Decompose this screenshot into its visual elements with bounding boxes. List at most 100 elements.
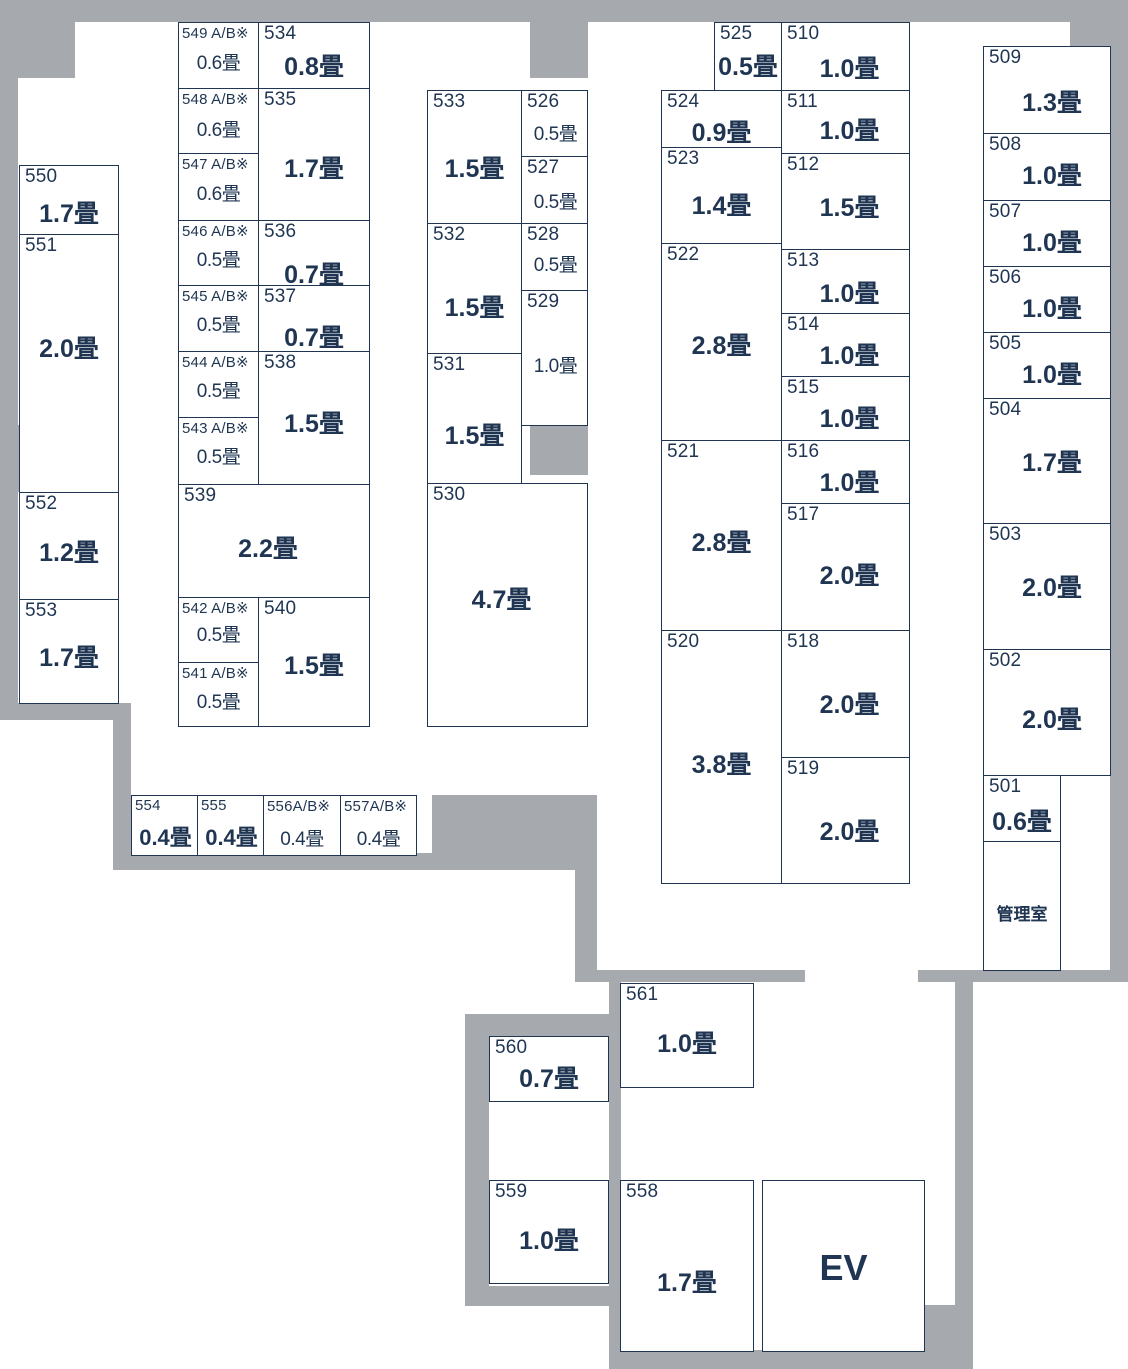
room-543[interactable]: 543 A/B※0.5畳 xyxy=(178,417,259,485)
wall-right xyxy=(1110,0,1128,982)
room-528[interactable]: 528 0.5畳 xyxy=(521,223,588,291)
room-number: 528 xyxy=(527,224,560,245)
room-size: 1.0畳 xyxy=(519,1227,579,1255)
room-number: 543 A/B※ xyxy=(182,420,249,437)
room-537[interactable]: 537 0.7畳 xyxy=(258,285,370,352)
room-545[interactable]: 545 A/B※0.5畳 xyxy=(178,285,259,352)
room-number: 529 xyxy=(527,291,560,312)
room-547[interactable]: 547 A/B※0.6畳 xyxy=(178,153,259,221)
room-number: 502 xyxy=(989,650,1022,671)
room-size: 2.0畳 xyxy=(39,335,99,363)
room-number: 561 xyxy=(626,984,659,1005)
room-number: 549 A/B※ xyxy=(182,25,249,42)
wall-lower-left xyxy=(465,1014,489,1306)
wall-bottom-left xyxy=(0,703,130,720)
room-549[interactable]: 549 A/B※0.6畳 xyxy=(178,22,259,89)
room-size: 0.5畳 xyxy=(718,53,778,81)
room-number: 548 A/B※ xyxy=(182,91,249,108)
room-548[interactable]: 548 A/B※ 0.6畳 xyxy=(178,88,259,154)
room-number: 539 xyxy=(184,485,217,506)
room-number: 505 xyxy=(989,333,1022,354)
room-541[interactable]: 541 A/B※0.5畳 xyxy=(178,662,259,727)
room-size: 3.8畳 xyxy=(691,751,752,779)
room-number: 522 xyxy=(667,244,700,265)
room-size: 1.7畳 xyxy=(39,644,99,672)
room-544[interactable]: 544 A/B※0.5畳 xyxy=(178,351,259,418)
room-542[interactable]: 542 A/B※0.5畳 xyxy=(178,597,259,663)
room-size: 1.4畳 xyxy=(691,192,752,220)
room-546[interactable]: 546 A/B※0.5畳 xyxy=(178,220,259,286)
room-size: 0.5畳 xyxy=(533,255,578,276)
room-size: 0.5畳 xyxy=(196,250,241,271)
room-number: 542 A/B※ xyxy=(182,600,249,617)
elevator[interactable]: EV xyxy=(762,1180,925,1352)
room-number: 533 xyxy=(433,91,466,112)
wall-lower-left xyxy=(465,1014,611,1036)
room-number: 513 xyxy=(787,250,820,271)
office-room[interactable]: 管理室 xyxy=(983,841,1061,971)
room-size: 0.7畳 xyxy=(284,324,344,352)
room-556[interactable]: 556A/B※0.4畳 xyxy=(263,795,341,856)
room-number: 554 xyxy=(135,797,161,814)
room-size: 2.0畳 xyxy=(819,818,880,846)
room-number: 503 xyxy=(989,524,1022,545)
wall-left xyxy=(0,0,18,720)
room-size: 1.0畳 xyxy=(1022,229,1082,257)
room-number: 537 xyxy=(264,286,297,307)
room-size: 1.7畳 xyxy=(657,1269,717,1297)
room-number: 510 xyxy=(787,23,820,44)
room-557[interactable]: 557A/B※0.4畳 xyxy=(340,795,417,856)
room-size: 0.5畳 xyxy=(196,315,241,336)
room-size: 0.5畳 xyxy=(196,381,241,402)
room-size: 0.6畳 xyxy=(196,120,241,141)
